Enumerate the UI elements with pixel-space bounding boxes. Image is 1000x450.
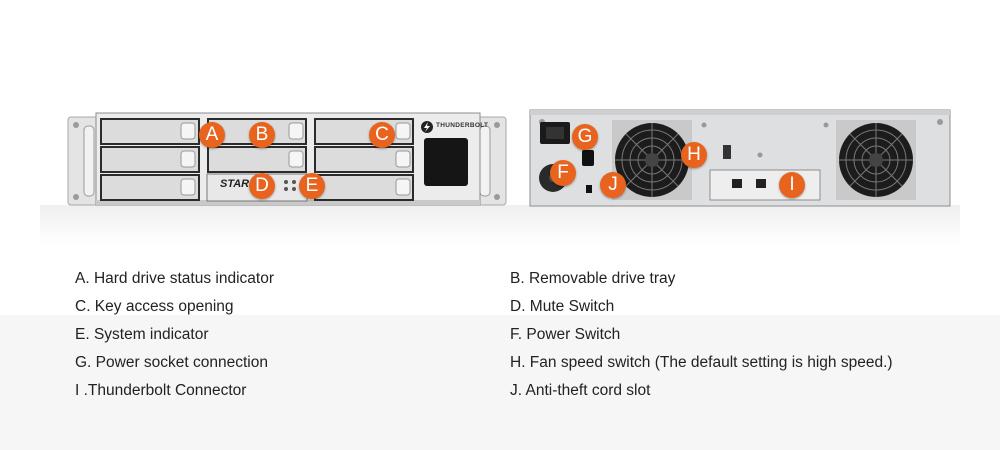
legend-item-g: G. Power socket connection (75, 354, 268, 371)
thunderbolt-brand-label: THUNDERBOLT (436, 122, 489, 129)
drive-bays-right (314, 118, 414, 201)
legend-item-b: B. Removable drive tray (510, 270, 676, 287)
callout-d: D (249, 173, 275, 199)
callout-b: B (249, 122, 275, 148)
front-unit (67, 112, 507, 206)
callout-i: I (779, 172, 805, 198)
legend-item-j: J. Anti-theft cord slot (510, 382, 651, 399)
thunderbolt-icon (421, 121, 433, 133)
power-switch (582, 150, 594, 166)
floor-shadow (40, 205, 960, 245)
legend-item-e: E. System indicator (75, 326, 209, 343)
rear-fan-right-icon (836, 120, 916, 200)
legend-background (0, 315, 1000, 450)
callout-f: F (550, 160, 576, 186)
legend-item-i: I .Thunderbolt Connector (75, 382, 247, 399)
callout-h: H (681, 142, 707, 168)
fan-speed-switch (723, 145, 731, 159)
rear-unit (529, 109, 951, 207)
callout-a: A (199, 122, 225, 148)
legend-item-c: C. Key access opening (75, 298, 234, 315)
legend-item-a: A. Hard drive status indicator (75, 270, 275, 287)
callout-c: C (369, 122, 395, 148)
front-vent-grille (424, 138, 468, 186)
legend-item-d: D. Mute Switch (510, 298, 615, 315)
front-logo-label: STARD (220, 178, 258, 190)
callout-e: E (299, 173, 325, 199)
callout-j: J (600, 172, 626, 198)
product-illustration (67, 109, 951, 207)
callout-g: G (572, 124, 598, 150)
legend-item-h: H. Fan speed switch (The default setting… (510, 354, 893, 371)
drive-bays-left (100, 118, 200, 201)
legend-item-f: F. Power Switch (510, 326, 621, 343)
